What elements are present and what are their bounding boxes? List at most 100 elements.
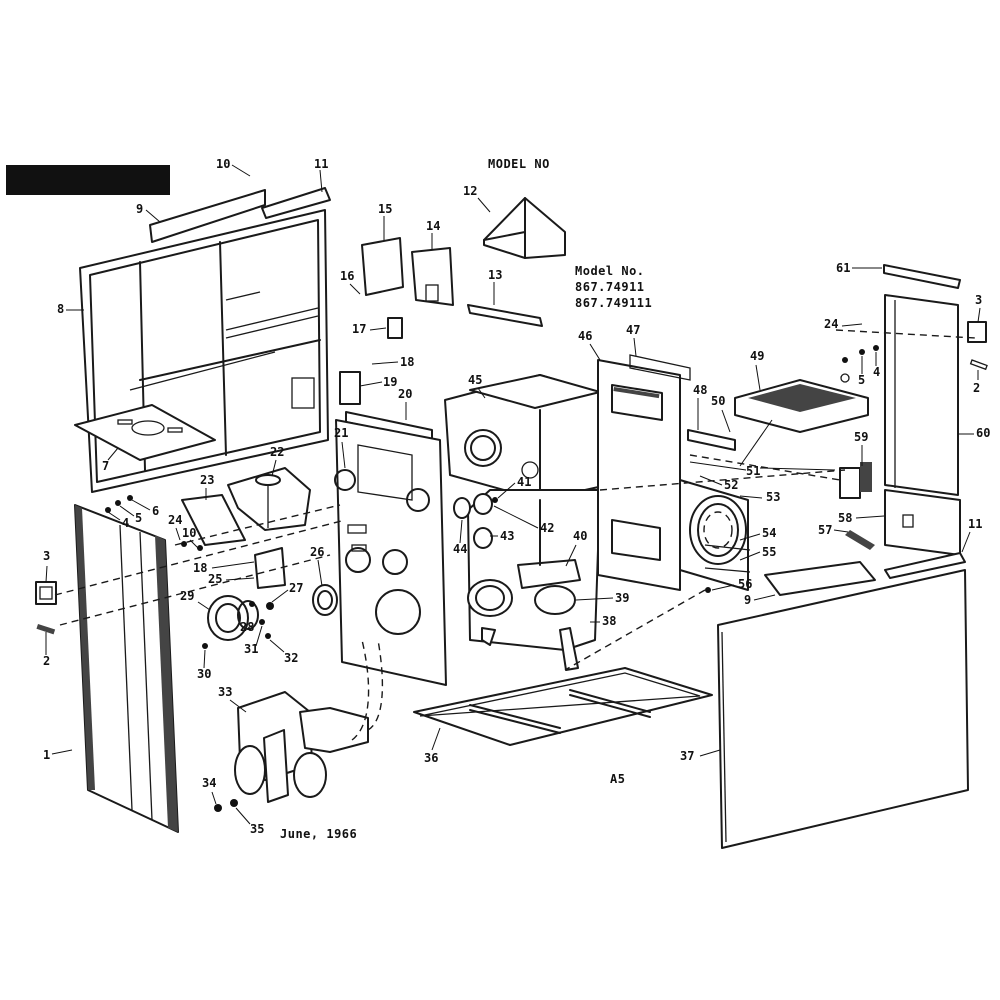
part-26-ring [312,584,338,616]
part-48-bracket [687,429,736,451]
callout-8: 8 [57,302,64,316]
callout-31: 31 [244,642,258,656]
callout-10: 10 [216,157,230,171]
callouts: 10 11 9 8 7 15 14 12 13 16 17 18 19 20 2… [43,157,990,836]
page-code: A5 [610,772,625,786]
callout-16: 16 [340,269,354,283]
callout-5-left: 5 [135,511,142,525]
callout-55: 55 [762,545,776,559]
callout-50: 50 [711,394,725,408]
callout-19: 19 [383,375,397,389]
part-29-flange [207,595,259,641]
part-46-panel [597,359,681,591]
callout-9-right: 9 [744,593,751,607]
callout-20: 20 [398,387,412,401]
callout-33: 33 [218,685,232,699]
callout-7: 7 [102,459,109,473]
callout-26: 26 [310,545,324,559]
alignment-lines [54,329,976,671]
part-49-filter [734,379,869,433]
callout-48: 48 [693,383,707,397]
callout-3-left: 3 [43,549,50,563]
callout-51: 51 [746,464,760,478]
part-36-base-pan [413,667,713,746]
callout-54: 54 [762,526,776,540]
parts-54-56 [704,544,751,593]
part-9-strip-right [764,561,876,596]
model-number-2: 867.749111 [575,296,652,310]
part-53-blower [679,479,749,591]
part-12-hood [483,197,566,259]
part-22-box [227,467,311,531]
model-no-header: MODEL NO [488,157,550,171]
callout-41: 41 [517,475,531,489]
callout-29: 29 [180,589,194,603]
callout-40: 40 [573,529,587,543]
callout-1: 1 [43,748,50,762]
callout-58: 58 [838,511,852,525]
callout-46: 46 [578,329,592,343]
callout-34: 34 [202,776,216,790]
part-60-side-panel [884,294,959,496]
callout-37: 37 [680,749,694,763]
part-25-bracket [254,547,286,589]
screws-34-35 [214,799,238,812]
callout-49: 49 [750,349,764,363]
callout-4-right: 4 [873,365,880,379]
part-45-heat-exchanger [444,374,631,671]
callout-3-right: 3 [975,293,982,307]
callout-10-left: 10 [182,526,196,540]
callout-47: 47 [626,323,640,337]
callout-18-left: 18 [193,561,207,575]
callout-2-right: 2 [973,381,980,395]
part-47-gasket [629,354,691,381]
part-59-switch [839,462,872,499]
redacted-bar [6,165,170,195]
callout-53: 53 [766,490,780,504]
part-57-clip [845,530,875,550]
part-23-plate [181,494,246,546]
callout-44: 44 [453,542,467,556]
callout-35: 35 [250,822,264,836]
burner-tube-dashed [351,639,384,741]
right-screws-4-5 [840,345,879,383]
callout-9: 9 [136,202,143,216]
callout-11: 11 [314,157,328,171]
callout-24-left: 24 [168,513,182,527]
left-screws-4-5-6 [105,495,133,513]
part-9-top-strip [149,187,331,243]
callout-12: 12 [463,184,477,198]
callout-59: 59 [854,430,868,444]
part-33-burner [234,691,369,803]
part-14-plate [411,247,454,306]
part-11-strip-right [884,552,966,579]
part-2-clip-left [36,624,56,635]
part-17-tag [387,317,403,339]
callout-28: 28 [240,620,254,634]
callout-11-right: 11 [968,517,982,531]
callout-14: 14 [426,219,440,233]
callout-24-right: 24 [824,317,838,331]
part-1-side-panel [74,504,179,833]
callout-22: 22 [270,445,284,459]
callout-36: 36 [424,751,438,765]
callout-39: 39 [615,591,629,605]
callout-25: 25 [208,572,222,586]
part-15-plate [361,237,404,296]
callout-45: 45 [468,373,482,387]
callout-13: 13 [488,268,502,282]
callout-21: 21 [334,426,348,440]
date-text: June, 1966 [280,827,357,841]
callout-57: 57 [818,523,832,537]
model-number-1: 867.74911 [575,280,645,294]
callout-43: 43 [500,529,514,543]
callout-38: 38 [602,614,616,628]
screws-27-32 [181,541,274,649]
fittings-41-44 [453,493,498,549]
callout-6: 6 [152,504,159,518]
callout-42: 42 [540,521,554,535]
part-3-latch-left [35,581,57,605]
callout-27: 27 [289,581,303,595]
part-3-latch-right [967,321,988,371]
callout-52: 52 [724,478,738,492]
